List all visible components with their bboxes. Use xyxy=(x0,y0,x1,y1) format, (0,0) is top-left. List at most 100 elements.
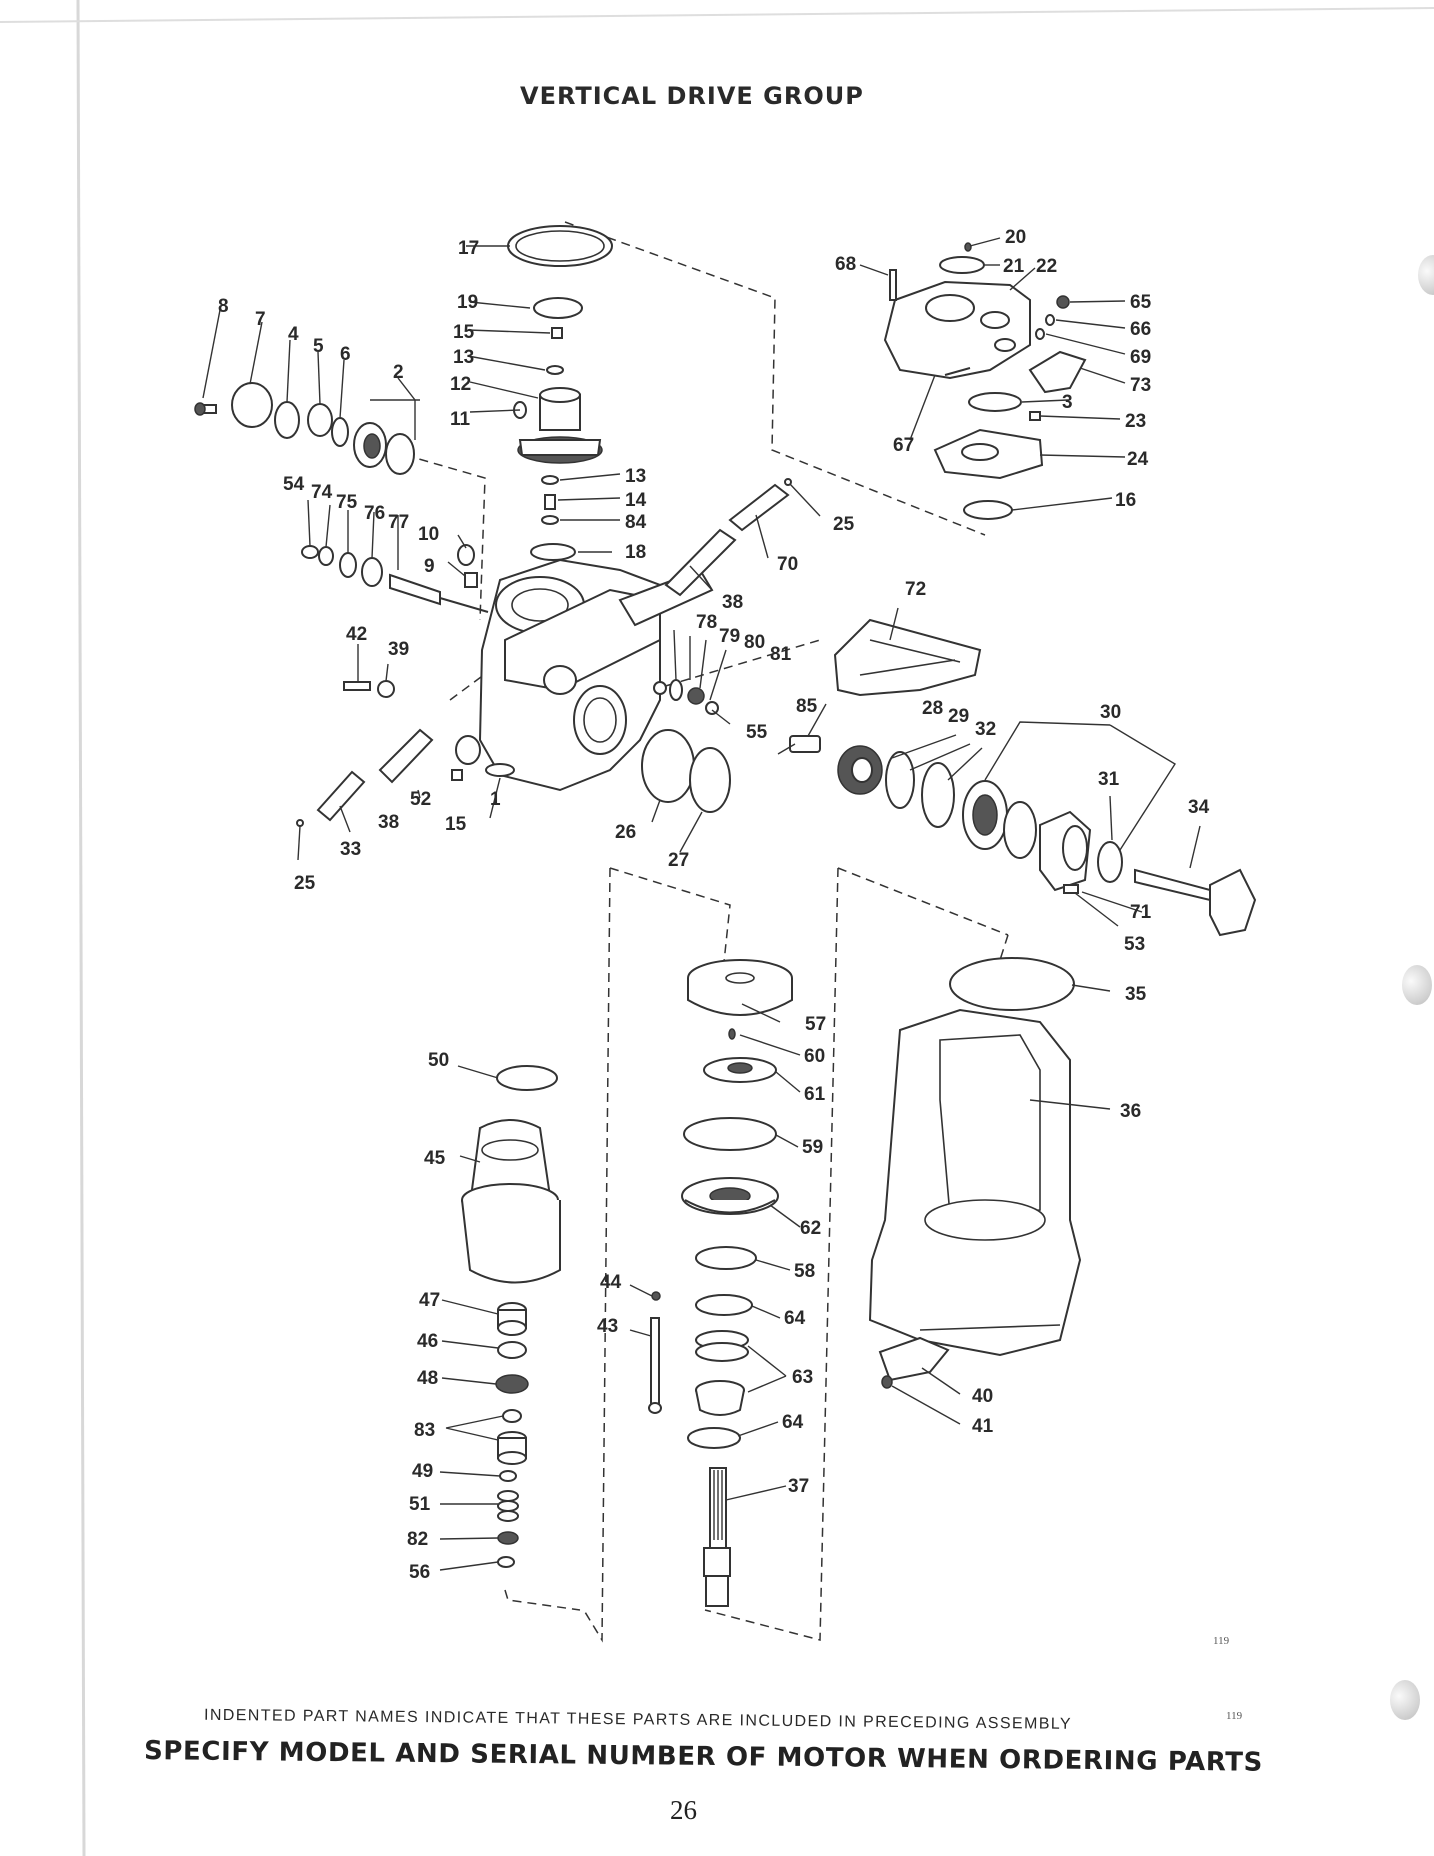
part-49-washer xyxy=(499,1470,517,1482)
callout-14: 14 xyxy=(625,490,647,511)
part-17-gasket xyxy=(507,225,613,267)
binder-hole-middle xyxy=(1402,965,1432,1005)
callout-17: 17 xyxy=(458,238,479,259)
part-28-gear xyxy=(837,745,883,795)
callout-80: 80 xyxy=(744,632,765,653)
callout-35: 35 xyxy=(1125,984,1147,1005)
part-27-ring xyxy=(689,747,731,813)
callout-63: 63 xyxy=(792,1367,813,1388)
part-70-cover xyxy=(728,478,792,532)
callout-65: 65 xyxy=(1130,292,1152,313)
part-67-screw xyxy=(944,367,971,376)
part-50-o-ring xyxy=(496,1065,558,1091)
callout-40: 40 xyxy=(972,1386,993,1407)
binder-hole-top xyxy=(1418,255,1434,295)
callout-labels: 1 2 3 4 5 6 7 8 9 10 11 12 13 15 13 14 8… xyxy=(218,227,1210,1583)
part-48-bearing xyxy=(495,1374,529,1394)
callout-53: 53 xyxy=(1124,934,1145,955)
part-85-pin xyxy=(789,735,821,753)
callout-85: 85 xyxy=(796,696,818,717)
callout-42: 42 xyxy=(346,624,367,645)
figure-code: 119 xyxy=(1213,1635,1230,1647)
callout-26: 26 xyxy=(615,822,636,843)
part-51-spring xyxy=(497,1490,519,1522)
callout-10: 10 xyxy=(418,524,439,545)
callout-55: 55 xyxy=(746,722,768,743)
callout-77: 77 xyxy=(388,512,409,533)
callout-31: 31 xyxy=(1098,769,1120,790)
part-65-nut xyxy=(1056,295,1070,309)
part-64-o-ring-upper xyxy=(695,1294,753,1316)
callout-81: 81 xyxy=(770,644,792,665)
callout-21: 21 xyxy=(1003,256,1025,277)
callout-15: 15 xyxy=(453,322,475,343)
callout-66: 66 xyxy=(1130,319,1151,340)
part-31-seal xyxy=(1097,841,1123,883)
part-23-screw xyxy=(1029,411,1041,421)
part-34-propeller-shaft xyxy=(1134,868,1257,937)
callout-69: 69 xyxy=(1130,347,1151,368)
part-68-bolt xyxy=(889,269,897,301)
callout-18: 18 xyxy=(625,542,646,563)
callout-79: 79 xyxy=(719,626,740,647)
callout-34: 34 xyxy=(1188,797,1210,818)
part-1-gear-housing xyxy=(478,558,714,792)
part-64-o-ring-lower xyxy=(687,1427,741,1449)
callout-25-lower: 25 xyxy=(294,873,316,894)
callout-56: 56 xyxy=(409,1562,430,1583)
part-46-washer xyxy=(497,1341,527,1359)
part-83-sleeve xyxy=(497,1431,527,1465)
callout-28: 28 xyxy=(922,698,943,719)
callout-32: 32 xyxy=(975,719,996,740)
callout-49: 49 xyxy=(412,1461,433,1482)
part-84-washer xyxy=(541,515,559,525)
callout-16: 16 xyxy=(1115,490,1136,511)
callout-4: 4 xyxy=(288,324,299,345)
part-15-screw xyxy=(551,327,563,339)
callout-44: 44 xyxy=(600,1272,622,1293)
callout-11: 11 xyxy=(450,409,471,430)
callout-68: 68 xyxy=(835,254,856,275)
page-title: VERTICAL DRIVE GROUP xyxy=(520,82,864,110)
part-41-screw xyxy=(881,1375,893,1389)
part-52 xyxy=(455,735,481,765)
page-number: 26 xyxy=(670,1795,697,1825)
part-15-lower xyxy=(451,769,463,781)
part-43-bolt xyxy=(648,1291,662,1414)
part-62-pump-base xyxy=(681,1177,779,1215)
callout-41: 41 xyxy=(972,1416,994,1437)
callout-9: 9 xyxy=(424,556,435,577)
part-36-exhaust-housing xyxy=(868,1008,1082,1357)
callout-51: 51 xyxy=(409,1494,431,1515)
callout-71: 71 xyxy=(1130,902,1152,923)
callout-27: 27 xyxy=(668,850,689,871)
callout-38-upper: 38 xyxy=(722,592,743,613)
part-40-plate xyxy=(878,1336,950,1382)
part-59-plate xyxy=(683,1117,777,1151)
part-61-impeller xyxy=(703,1057,777,1083)
note-code: 119 xyxy=(1226,1710,1243,1722)
callout-78: 78 xyxy=(696,612,717,633)
part-24-adapter-plate xyxy=(933,428,1044,480)
callout-48: 48 xyxy=(417,1368,438,1389)
part-16-o-ring xyxy=(963,500,1013,520)
part-19-o-ring xyxy=(533,297,583,319)
part-63-seals xyxy=(695,1330,749,1416)
callout-82: 82 xyxy=(407,1529,428,1550)
callout-20: 20 xyxy=(1005,227,1026,248)
binder-hole-bottom xyxy=(1390,1680,1420,1720)
callout-59: 59 xyxy=(802,1137,823,1158)
callout-47: 47 xyxy=(419,1290,440,1311)
callout-38-lower: 38 xyxy=(378,812,399,833)
callout-75: 75 xyxy=(336,492,358,513)
callout-1: 1 xyxy=(490,789,501,810)
part-13-washer-lower xyxy=(541,475,559,485)
part-12-shaft-gear xyxy=(513,387,603,464)
part-47-bearing xyxy=(497,1302,527,1336)
assembly-guide-lines xyxy=(404,221,1009,1643)
part-45-gearcase xyxy=(461,1119,561,1284)
part-35-seal-ring xyxy=(949,957,1075,1011)
part-53-screw xyxy=(1063,884,1079,894)
